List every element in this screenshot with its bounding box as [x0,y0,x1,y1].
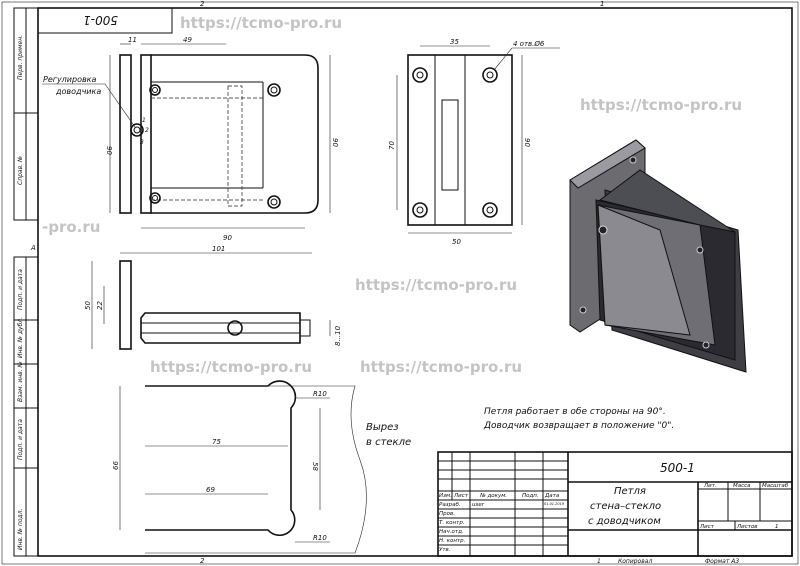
tb-role: Нач.отд. [439,529,464,535]
dim-label: 69 [206,486,215,494]
dim-label: 70 [388,141,396,150]
dim-label: 8...10 [334,325,342,346]
tb-role: Утв. [439,547,451,553]
knob-mark: 1 [142,117,146,124]
dim-label: R10 [313,534,327,542]
callout-line2: доводчика [55,87,101,96]
strip-label: Перв. примен. [17,35,24,80]
tb-lit: Лит. [703,483,717,489]
tb-sheets: Листов [736,524,758,530]
tb-header: Лист [453,493,469,499]
zone-label: 2 [200,0,205,8]
callout-line1: Регулировка [43,75,97,84]
front-view: 1 2 3 Регулировка доводчика 11 49 90 90 … [42,36,339,242]
tb-mass: Масса [733,483,751,489]
tb-sheets-count: 1 [775,524,779,530]
tb-developer: user [472,502,485,508]
note-1: Петля работает в обе стороны на 90°. [484,407,666,417]
tb-role: Разраб. [439,502,461,508]
dim-label: 4 отв.Ø6 [513,40,545,48]
dim-label: 66 [112,461,120,470]
watermark-text: -pro.ru [42,218,100,236]
adjust-knob-icon [130,123,144,137]
tb-format: Формат А3 [705,558,739,565]
isometric-view [569,139,747,373]
watermark-text: https://tcmo-pro.ru [150,358,312,376]
tb-name: Петля [614,486,646,497]
dim-label: 75 [212,438,221,446]
cutout-label: в стекле [366,437,411,448]
strip-label: Подп. и дата [17,419,24,460]
dim-label: 22 [96,301,104,310]
tb-header: Дата [544,493,560,499]
tb-date: 01.01.2019 [544,502,565,506]
side-strip: Перв. примен. Справ. № Подп. и дата Инв.… [13,7,39,557]
dim-label: 50 [84,301,92,310]
tb-role: Пров. [439,511,455,517]
zone-label: 1 [600,0,604,8]
back-view: 35 4 отв.Ø6 70 90 50 [388,38,560,246]
tb-copied: Копировал [618,558,652,565]
knob-mark: 2 [145,127,149,134]
strip-label: Справ. № [17,156,24,185]
tb-name: стена–стекло [590,501,661,512]
dim-label: 90 [105,146,113,155]
watermark-text: https://tcmo-pro.ru [355,276,517,294]
dim-label: 50 [452,238,461,246]
zone-label: А [30,244,36,252]
zone-label: 2 [200,557,205,565]
doc-code-box [37,7,173,34]
tb-name: с доводчиком [588,516,661,527]
doc-code-rotated: 500-1 [83,13,118,27]
tb-role: Т. контр. [439,520,465,526]
dim-label: 101 [212,245,225,253]
watermark-text: https://tcmo-pro.ru [580,96,742,114]
dim-label: 90 [223,234,232,242]
note-2: Доводчик возвращает в положение "0". [483,421,674,431]
tb-sheet: Лист [699,524,715,530]
dim-label: 90 [523,138,531,147]
side-view: 101 50 22 8...10 [84,245,342,350]
dim-label: 49 [183,36,192,44]
tb-copy-num: 1 [597,558,601,565]
cutout-label: Вырез [366,422,399,433]
title-block: Изм. Лист № докум. Подп. Дата Разраб. Пр… [437,451,793,565]
watermark-text: https://tcmo-pro.ru [180,14,342,32]
dim-label: 11 [128,36,137,44]
watermark-text: https://tcmo-pro.ru [360,358,522,376]
strip-label: Инв. № подл. [17,509,24,550]
dim-label: R10 [313,390,327,398]
knob-mark: 3 [140,139,144,146]
glass-cutout-view: 75 69 66 58 R10 R10 Вырез в стекле [112,380,411,554]
watermarks: https://tcmo-pro.ru https://tcmo-pro.ru ht… [42,14,742,376]
tb-header: Подп. [522,493,539,499]
dim-label: 58 [311,462,319,471]
dim-label: 35 [450,38,459,46]
tb-header: № докум. [479,493,507,499]
strip-label: Подп. и дата [17,269,24,310]
strip-label: Инв. № дубл. [17,317,24,358]
tb-scale: Масштаб [762,483,789,489]
tb-designation: 500-1 [660,461,695,475]
tb-header: Изм. [439,493,452,499]
strip-label: Взам. инв. № [17,361,24,402]
dim-label: 90 [331,138,339,147]
tb-role: Н. контр. [439,538,466,544]
